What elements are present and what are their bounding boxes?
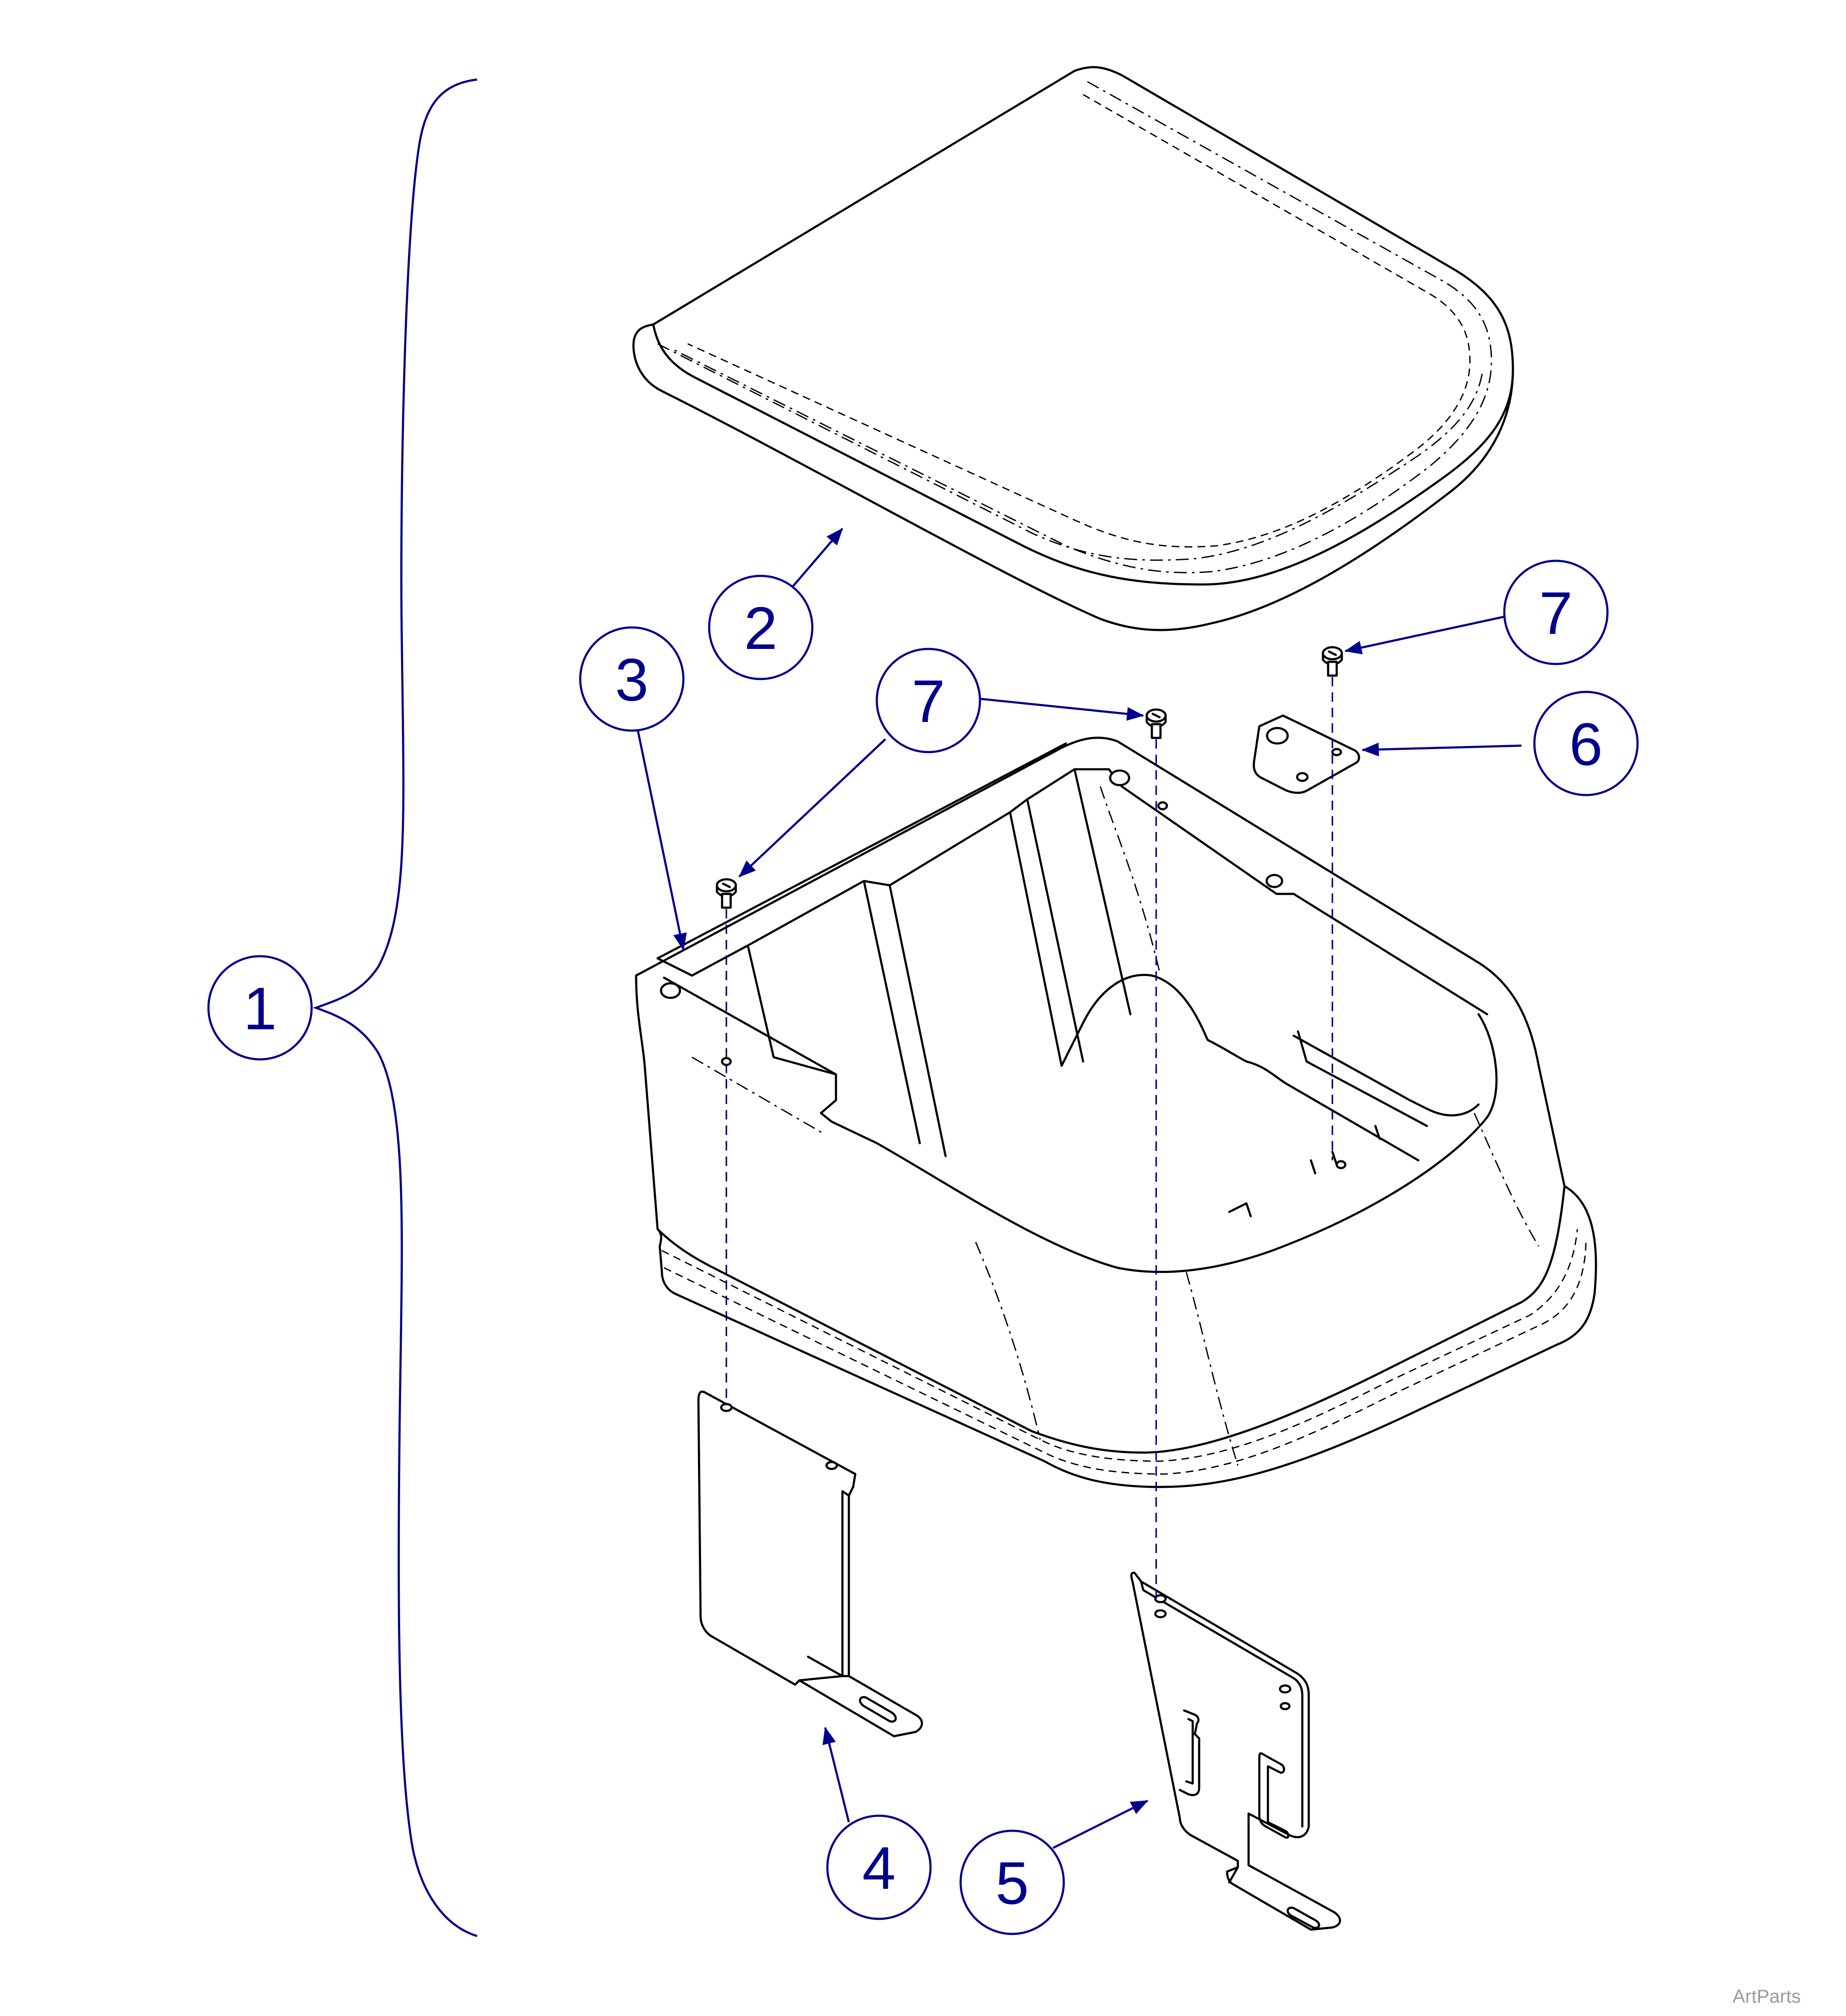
callout-1-label: 1 bbox=[243, 975, 277, 1042]
leader-2 bbox=[790, 528, 843, 590]
leader-7b bbox=[975, 697, 1144, 721]
callout-1: 1 bbox=[207, 955, 313, 1061]
screw-left bbox=[716, 878, 737, 909]
lid-cover bbox=[632, 66, 1514, 631]
callout-2: 2 bbox=[708, 575, 814, 680]
screw-right bbox=[1322, 646, 1343, 677]
bracket-left bbox=[697, 1390, 923, 1738]
callout-4: 4 bbox=[826, 1814, 932, 1920]
callout-7a: 7 bbox=[876, 648, 981, 753]
callout-7c-label: 7 bbox=[1539, 579, 1573, 647]
callout-2-label: 2 bbox=[744, 594, 778, 662]
leader-3 bbox=[635, 722, 687, 951]
mounting-plate bbox=[1252, 714, 1360, 794]
screw-middle bbox=[1145, 708, 1167, 739]
callout-5: 5 bbox=[959, 1829, 1065, 1935]
assembly-brace bbox=[312, 78, 478, 1937]
leader-5 bbox=[1052, 1799, 1148, 1849]
leader-4 bbox=[822, 1727, 850, 1823]
bracket-right bbox=[1130, 1572, 1341, 1931]
housing-base bbox=[635, 737, 1597, 1488]
callout-3-label: 3 bbox=[615, 646, 649, 713]
callout-4-label: 4 bbox=[862, 1834, 896, 1902]
callout-6-label: 6 bbox=[1569, 710, 1603, 778]
leader-7c bbox=[1344, 615, 1505, 655]
callout-6: 6 bbox=[1533, 691, 1639, 796]
callout-5-label: 5 bbox=[995, 1849, 1029, 1917]
callout-7a-label: 7 bbox=[912, 667, 945, 735]
watermark-label: ArtParts bbox=[1733, 1986, 1801, 2007]
leader-7a bbox=[738, 738, 886, 878]
callout-3: 3 bbox=[579, 626, 685, 732]
callout-7c: 7 bbox=[1503, 560, 1609, 665]
leader-6 bbox=[1362, 742, 1522, 756]
